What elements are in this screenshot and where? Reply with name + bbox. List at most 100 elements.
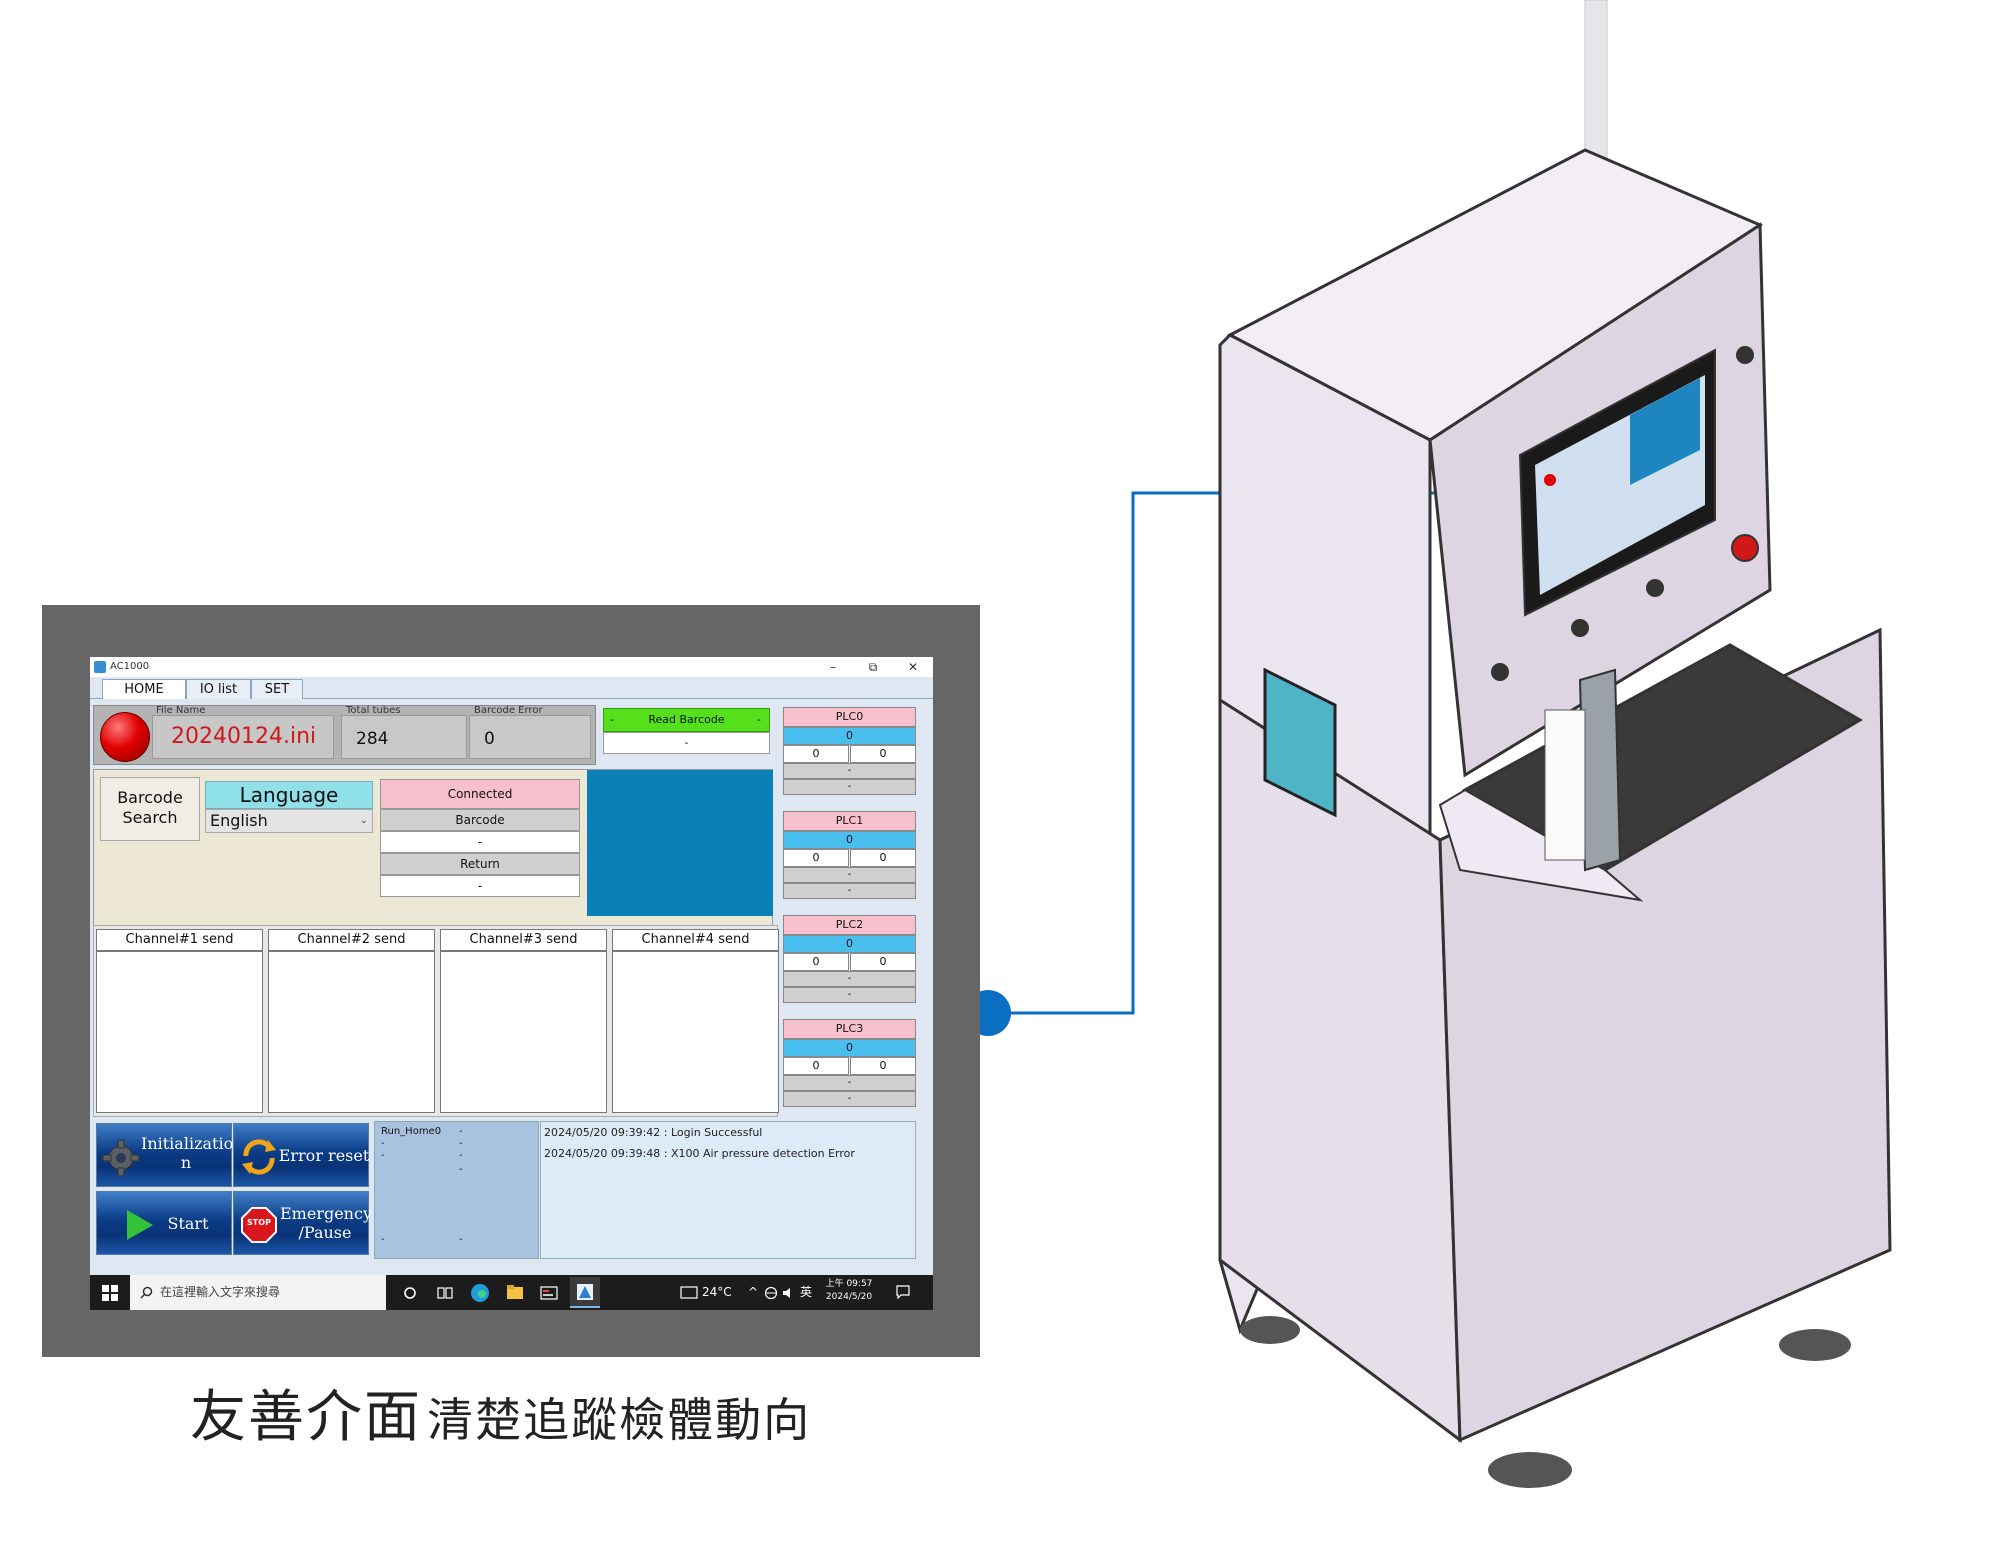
init-label-2: n xyxy=(180,1153,192,1172)
channel-3-list[interactable] xyxy=(440,951,607,1113)
return-value: - xyxy=(380,875,580,897)
log-entry: 2024/05/20 09:39:42 : Login Successful xyxy=(544,1126,763,1139)
gear-icon xyxy=(102,1139,140,1177)
plc1-dash-2: - xyxy=(783,883,916,899)
panel-knob xyxy=(1736,346,1754,364)
close-button[interactable]: ✕ xyxy=(907,660,919,674)
read-barcode-left-mark: - xyxy=(610,713,614,726)
search-placeholder: 在這裡輸入文字來搜尋 xyxy=(160,1285,281,1299)
plc2-dash-1: - xyxy=(783,971,916,987)
clock-date: 2024/5/20 xyxy=(825,1292,873,1302)
total-tubes-value: 284 xyxy=(356,729,389,749)
tab-home[interactable]: HOME xyxy=(102,679,186,699)
plc1-dash-1: - xyxy=(783,867,916,883)
cortana-icon[interactable] xyxy=(403,1286,417,1300)
window-title: AC1000 xyxy=(110,661,150,672)
file-name-label: File Name xyxy=(156,705,206,716)
machine-display-blue xyxy=(1630,378,1700,485)
caster-wheel xyxy=(1779,1329,1851,1361)
run-dash-5: - xyxy=(459,1150,463,1161)
run-title: Run_Home0 xyxy=(381,1126,442,1137)
run-dash-4: - xyxy=(381,1150,385,1161)
play-icon xyxy=(127,1210,153,1240)
caster-wheel xyxy=(1240,1316,1300,1344)
plc0-cell-a: 0 xyxy=(783,745,849,763)
barcode-label: Barcode xyxy=(380,809,580,831)
plc0-dash-2: - xyxy=(783,779,916,795)
weather-icon[interactable] xyxy=(680,1286,698,1299)
emergency-pause-button[interactable]: STOP Emergency /Pause xyxy=(233,1191,372,1255)
volume-icon[interactable] xyxy=(782,1286,796,1300)
plc0-dash-1: - xyxy=(783,763,916,779)
sample-rack xyxy=(1544,709,1586,861)
file-explorer-icon[interactable] xyxy=(506,1284,524,1300)
machine-display-lamp xyxy=(1544,474,1556,486)
read-barcode-button[interactable]: - Read Barcode - xyxy=(603,708,770,732)
channel-1-header: Channel#1 send xyxy=(96,929,263,951)
init-label-1: Initializatio xyxy=(141,1134,234,1153)
file-name-field: 20240124.ini xyxy=(152,715,334,759)
windows-start-icon[interactable] xyxy=(102,1285,118,1301)
total-tubes-label: Total tubes xyxy=(346,705,401,716)
run-dash-1: - xyxy=(459,1126,463,1137)
tab-set[interactable]: SET xyxy=(251,679,303,699)
clock-time: 上午 09:57 xyxy=(825,1279,873,1289)
channel-1-list[interactable] xyxy=(96,951,263,1113)
run-status-panel: Run_Home0 - - - - - - - - xyxy=(374,1121,539,1259)
channel-4-list[interactable] xyxy=(612,951,779,1113)
network-icon[interactable] xyxy=(764,1286,778,1300)
error-reset-label: Error reset xyxy=(278,1146,370,1165)
plc2-header: PLC2 xyxy=(783,915,916,935)
maximize-button[interactable]: ⧉ xyxy=(868,660,878,674)
taskbar: 在這裡輸入文字來搜尋 24°C ^ xyxy=(90,1275,933,1310)
ime-indicator[interactable]: 英 xyxy=(800,1285,813,1299)
chevron-down-icon: ⌄ xyxy=(359,815,368,826)
run-dash-2: - xyxy=(381,1138,385,1149)
read-barcode-label: Read Barcode xyxy=(648,713,725,726)
read-barcode-right-mark: - xyxy=(757,713,761,726)
plc3-header: PLC3 xyxy=(783,1019,916,1039)
run-dash-6: - xyxy=(459,1164,463,1175)
taskbar-clock[interactable]: 上午 09:57 2024/5/20 xyxy=(820,1278,878,1304)
edge-browser-icon[interactable] xyxy=(470,1283,490,1303)
event-log[interactable]: 2024/05/20 09:39:42 : Login Successful 2… xyxy=(540,1121,916,1259)
tab-io-list[interactable]: IO list xyxy=(186,679,251,699)
plc0-value: 0 xyxy=(783,727,916,745)
channel-2-header: Channel#2 send xyxy=(268,929,435,951)
plc3-dash-1: - xyxy=(783,1075,916,1091)
log-entry: 2024/05/20 09:39:48 : X100 Air pressure … xyxy=(544,1147,855,1160)
start-button[interactable]: Start xyxy=(96,1191,232,1255)
channel-4-header: Channel#4 send xyxy=(612,929,779,951)
caption-bold: 友善介面 xyxy=(190,1385,422,1450)
run-dash-3: - xyxy=(459,1138,463,1149)
minimize-button[interactable]: – xyxy=(830,660,836,674)
plc3-cell-a: 0 xyxy=(783,1057,849,1075)
tray-chevron-icon[interactable]: ^ xyxy=(748,1285,759,1299)
refresh-icon xyxy=(242,1139,276,1175)
run-dash-7: - xyxy=(381,1234,385,1245)
run-dash-8: - xyxy=(459,1234,463,1245)
app-window-icon[interactable] xyxy=(540,1285,558,1301)
display-area xyxy=(587,770,773,916)
plc1-value: 0 xyxy=(783,831,916,849)
plc1-header: PLC1 xyxy=(783,811,916,831)
barcode-error-value: 0 xyxy=(484,729,495,749)
side-window xyxy=(1263,667,1337,818)
barcode-search-button[interactable]: Barcode Search xyxy=(100,777,200,841)
language-select[interactable]: English ⌄ xyxy=(205,809,373,833)
initialization-button[interactable]: Initializatio n xyxy=(96,1123,234,1187)
plc2-cell-b: 0 xyxy=(850,953,916,971)
error-reset-button[interactable]: Error reset xyxy=(233,1123,369,1187)
caption-rest: 清楚追蹤檢體動向 xyxy=(427,1393,812,1447)
notification-icon[interactable] xyxy=(896,1285,910,1299)
plc3-value: 0 xyxy=(783,1039,916,1057)
plc0-header: PLC0 xyxy=(783,707,916,727)
panel-knob xyxy=(1646,579,1664,597)
channel-2-list[interactable] xyxy=(268,951,435,1113)
active-app-tile[interactable] xyxy=(570,1277,600,1308)
task-view-icon[interactable] xyxy=(437,1286,453,1300)
ac1000-app-icon xyxy=(577,1284,593,1300)
plc2-value: 0 xyxy=(783,935,916,953)
connected-status: Connected xyxy=(380,779,580,809)
taskbar-search-input[interactable]: 在這裡輸入文字來搜尋 xyxy=(130,1275,386,1310)
